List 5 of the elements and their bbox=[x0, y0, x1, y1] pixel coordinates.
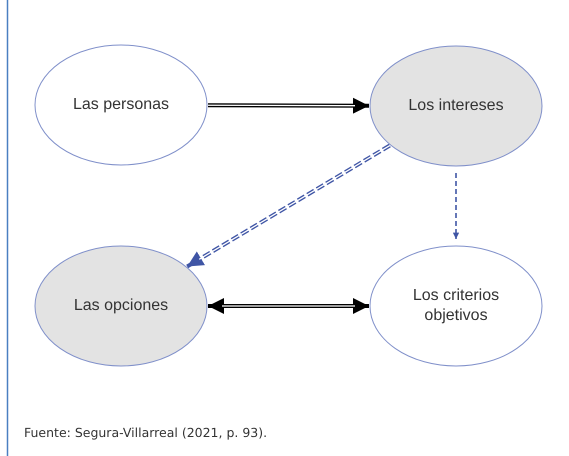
node-label: Las personas bbox=[72, 95, 170, 115]
source-caption: Fuente: Segura-Villarreal (2021, p. 93). bbox=[24, 425, 268, 440]
node-label: Las opciones bbox=[74, 296, 168, 316]
node-label: Los criterios objetivos bbox=[412, 286, 500, 326]
node-label: Los intereses bbox=[408, 96, 504, 116]
